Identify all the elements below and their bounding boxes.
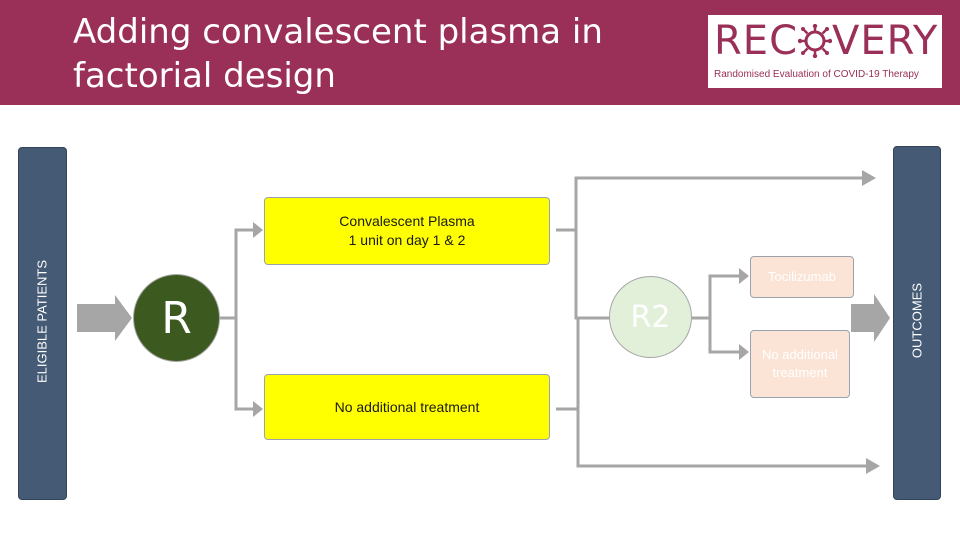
arrow-right-icon (862, 170, 876, 186)
no-additional-treatment-r2-box: No additional treatment (750, 330, 850, 398)
arrow-right-icon (77, 295, 132, 341)
virus-icon (797, 23, 833, 59)
randomisation-r2-node: R2 (609, 276, 692, 358)
arrow-right-icon (739, 268, 749, 284)
tocilizumab-label: Tocilizumab (768, 269, 836, 284)
randomisation-r-node: R (133, 274, 220, 362)
outcomes-bar: OUTCOMES (893, 146, 941, 500)
page-title: Adding convalescent plasma in factorial … (73, 12, 603, 96)
no-additional-treatment-r2-label: No additional treatment (762, 347, 838, 380)
logo-wordmark: REC VERY (714, 17, 938, 65)
arrow-right-icon (866, 458, 880, 474)
arrow-right-icon (851, 294, 890, 342)
logo-word-end: VERY (832, 18, 939, 64)
arrow-right-icon (739, 344, 749, 360)
logo-subtitle: Randomised Evaluation of COVID-19 Therap… (714, 69, 919, 80)
randomisation-r-label: R (161, 292, 192, 344)
no-additional-treatment-label: No additional treatment (334, 398, 480, 415)
arrow-right-icon (253, 401, 263, 417)
plasma-label-line1: Convalescent Plasma (339, 213, 475, 229)
plasma-label-line2: 1 unit on day 1 & 2 (348, 232, 466, 248)
no-additional-treatment-box: No additional treatment (264, 374, 550, 440)
recovery-logo: REC VERY Randomised Evaluation of COVID-… (708, 15, 942, 88)
header-banner: Adding convalescent plasma in factorial … (0, 0, 960, 105)
eligible-patients-bar: ELIGIBLE PATIENTS (18, 147, 67, 500)
convalescent-plasma-box: Convalescent Plasma 1 unit on day 1 & 2 (264, 197, 550, 265)
randomisation-r2-label: R2 (630, 299, 671, 335)
tocilizumab-box: Tocilizumab (750, 256, 854, 298)
logo-word-start: REC (714, 18, 798, 64)
arrow-right-icon (253, 222, 263, 238)
